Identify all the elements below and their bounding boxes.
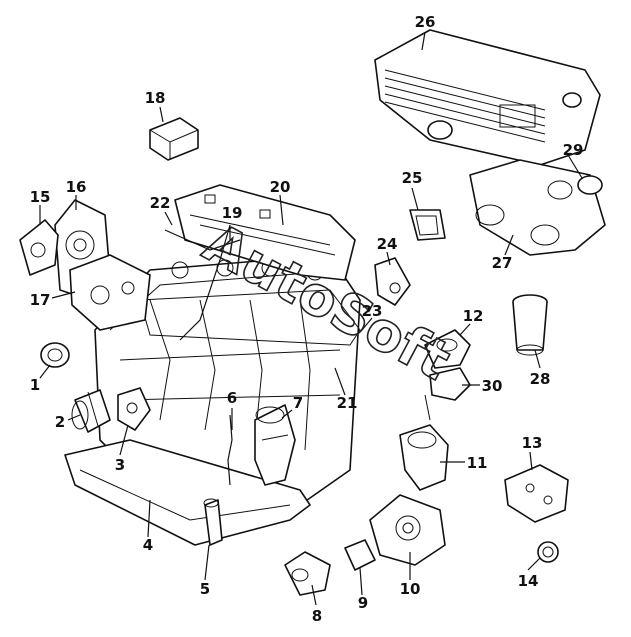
callout-30: 30	[482, 377, 503, 395]
mounting-bracket	[504, 464, 569, 523]
valve-cover	[174, 184, 356, 281]
callout-21: 21	[337, 394, 358, 412]
callout-16: 16	[66, 178, 87, 196]
callout-12: 12	[463, 307, 484, 325]
callout-3: 3	[115, 456, 125, 474]
oil-filter	[71, 389, 111, 433]
callout-28: 28	[530, 370, 551, 388]
bushing	[537, 541, 559, 563]
callout-labels: 1 2 3 4 5 6 7 8 9 10 11 12 13 14 15 16 1…	[30, 13, 584, 625]
callout-19: 19	[222, 204, 243, 222]
callout-22: 22	[150, 194, 171, 212]
water-outlet	[344, 539, 376, 571]
callout-11: 11	[467, 454, 488, 472]
coil-pack	[149, 117, 199, 161]
callout-17: 17	[30, 291, 51, 309]
oil-pan	[64, 439, 311, 546]
throttle-body	[399, 424, 449, 491]
callout-26: 26	[415, 13, 436, 31]
thermostat-housing	[284, 551, 331, 596]
oil-filter-adapter	[117, 387, 151, 431]
callout-9: 9	[358, 594, 368, 612]
plenum-gasket	[409, 209, 446, 241]
exhaust-manifold	[469, 159, 606, 256]
oil-seal	[40, 342, 70, 368]
callout-18: 18	[145, 89, 166, 107]
callout-20: 20	[270, 178, 291, 196]
callout-1: 1	[30, 376, 40, 394]
callout-25: 25	[402, 169, 423, 187]
callout-7: 7	[293, 394, 303, 412]
callout-5: 5	[200, 580, 210, 598]
leader-lines	[39, 31, 583, 606]
callout-23: 23	[362, 302, 383, 320]
callout-27: 27	[492, 254, 513, 272]
callout-14: 14	[518, 572, 539, 590]
dipstick-tube	[227, 414, 233, 486]
intake-plenum	[374, 29, 601, 166]
water-pump	[19, 219, 59, 276]
water-pump-housing	[369, 494, 446, 566]
oil-cooler-tube	[164, 229, 241, 251]
callout-13: 13	[522, 434, 543, 452]
egr-valve	[424, 329, 471, 369]
callout-8: 8	[312, 607, 322, 625]
callout-4: 4	[143, 536, 153, 554]
egr-adapter	[424, 367, 471, 421]
idle-air-control-valve	[374, 257, 411, 306]
head-gasket	[139, 289, 361, 346]
cylindrical-filter	[512, 294, 548, 356]
dipstick	[179, 224, 231, 341]
oil-pressure-sender	[203, 498, 223, 546]
callout-6: 6	[227, 389, 237, 407]
starter-motor	[254, 404, 296, 486]
callout-2: 2	[55, 413, 65, 431]
callout-29: 29	[563, 141, 584, 159]
callout-24: 24	[377, 235, 398, 253]
front-cover-housing	[69, 254, 151, 331]
callout-10: 10	[400, 580, 421, 598]
callout-15: 15	[30, 188, 51, 206]
